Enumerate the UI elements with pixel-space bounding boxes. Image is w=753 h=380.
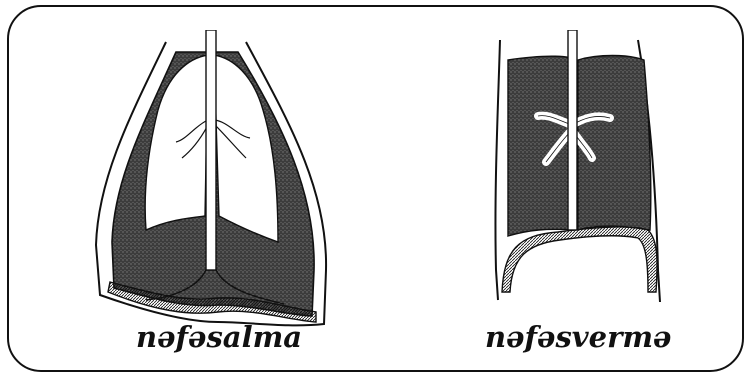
right-lung bbox=[578, 56, 651, 231]
caption-inhalation: nəfəsalma bbox=[136, 320, 302, 354]
left-lung bbox=[145, 55, 208, 230]
left-lung bbox=[508, 56, 574, 236]
diaphragm bbox=[502, 227, 657, 292]
inhalation-diagram bbox=[88, 30, 348, 330]
caption-exhalation: nəfəsvermə bbox=[485, 320, 672, 354]
trachea bbox=[568, 30, 577, 230]
trachea bbox=[206, 30, 216, 270]
chest-wall-left bbox=[495, 40, 500, 300]
exhalation-diagram bbox=[488, 30, 678, 310]
